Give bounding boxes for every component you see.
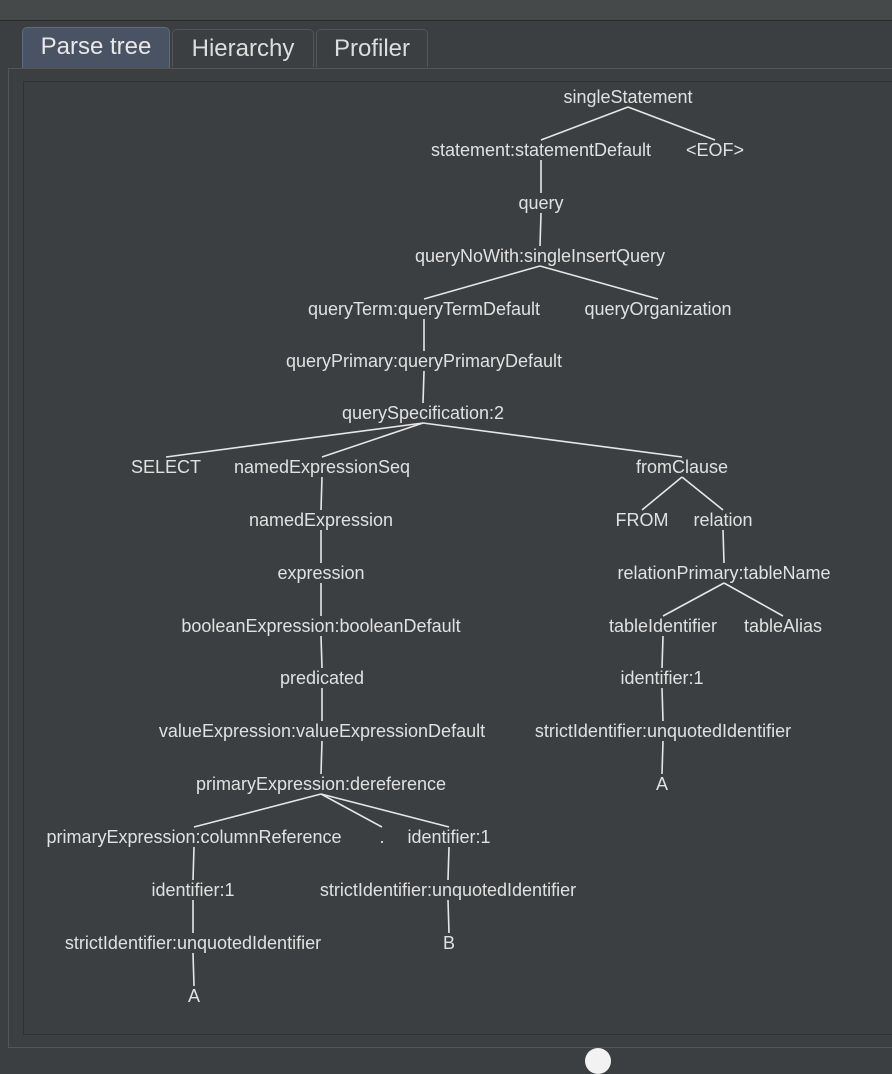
tree-edge-relationPrimary-tableIdentifier <box>662 582 725 617</box>
tree-node-strictIdentifierR[interactable]: strictIdentifier:unquotedIdentifier <box>535 721 791 741</box>
tree-edge-strictIdentifierR-leafAR <box>661 740 664 775</box>
tree-edge-singleStatement-eof <box>627 106 716 141</box>
tree-node-tableIdentifier[interactable]: tableIdentifier <box>609 616 717 636</box>
tree-edge-singleStatement-statement <box>540 106 629 141</box>
tab-parse-tree[interactable]: Parse tree <box>22 27 170 69</box>
tree-node-querySpecification[interactable]: querySpecification:2 <box>342 403 504 423</box>
tree-node-predicated[interactable]: predicated <box>280 668 364 688</box>
tree-node-primaryExpressionDeref[interactable]: primaryExpression:dereference <box>196 774 446 794</box>
tree-node-query[interactable]: query <box>518 193 563 213</box>
tree-edge-tableIdentifier-identifierR <box>661 635 664 669</box>
tree-edge-queryNoWith-queryOrganization <box>539 265 659 300</box>
tree-edge-primaryExpressionDeref-identifierB <box>320 793 450 828</box>
tree-node-dot[interactable]: . <box>379 827 384 847</box>
tree-node-fromClause[interactable]: fromClause <box>636 457 728 477</box>
tree-node-relationPrimary[interactable]: relationPrimary:tableName <box>617 563 830 583</box>
tree-edge-namedExpressionSeq-namedExpression <box>320 476 323 511</box>
tree-node-identifierA[interactable]: identifier:1 <box>151 880 234 900</box>
tree-edge-identifierB-strictIdentifierB <box>447 846 450 881</box>
parse-tree-graph: singleStatement statement:statementDefaul… <box>46 87 830 1006</box>
tree-edge-primaryExpressionCol-identifierA <box>192 846 195 881</box>
tree-edge-relation-relationPrimary <box>722 529 725 564</box>
tree-node-queryNoWith[interactable]: queryNoWith:singleInsertQuery <box>415 246 665 266</box>
tree-node-eof[interactable]: <EOF> <box>686 140 744 160</box>
tree-edge-query-queryNoWith <box>539 212 542 247</box>
tree-edge-strictIdentifierB-leafB <box>447 899 450 934</box>
tree-node-strictIdentifierA[interactable]: strictIdentifier:unquotedIdentifier <box>65 933 321 953</box>
tab-hierarchy[interactable]: Hierarchy <box>172 29 314 67</box>
tree-node-namedExpressionSeq[interactable]: namedExpressionSeq <box>234 457 410 477</box>
tree-node-leafA[interactable]: A <box>188 986 200 1006</box>
tree-edge-strictIdentifierA-leafA <box>192 952 195 987</box>
tree-node-select[interactable]: SELECT <box>131 457 201 477</box>
tree-edge-primaryExpressionDeref-primaryExpressionCol <box>193 793 322 828</box>
tree-node-primaryExpressionCol[interactable]: primaryExpression:columnReference <box>46 827 341 847</box>
tree-node-leafAR[interactable]: A <box>656 774 668 794</box>
tree-node-tableAlias[interactable]: tableAlias <box>744 616 822 636</box>
tree-node-identifierB[interactable]: identifier:1 <box>407 827 490 847</box>
tree-edge-querySpecification-namedExpressionSeq <box>321 422 424 458</box>
tree-edge-valueExpression-primaryExpressionDeref <box>320 740 323 775</box>
tree-edge-fromClause-relation <box>681 476 724 511</box>
window-top-bar <box>0 0 892 21</box>
tree-edge-queryPrimary-querySpecification <box>422 370 425 404</box>
tree-edge-relationPrimary-tableAlias <box>723 582 784 617</box>
tree-edge-fromClause-from <box>641 476 683 511</box>
tree-edge-querySpecification-select <box>165 422 424 458</box>
tree-node-valueExpression[interactable]: valueExpression:valueExpressionDefault <box>159 721 485 741</box>
tree-node-strictIdentifierB[interactable]: strictIdentifier:unquotedIdentifier <box>320 880 576 900</box>
tree-edge-primaryExpressionDeref-dot <box>320 793 383 828</box>
tree-node-expression[interactable]: expression <box>277 563 364 583</box>
scroll-handle[interactable] <box>585 1048 611 1074</box>
tree-node-identifierR[interactable]: identifier:1 <box>620 668 703 688</box>
parse-tree-canvas: singleStatement statement:statementDefaul… <box>23 81 892 1035</box>
tree-node-relation[interactable]: relation <box>693 510 752 530</box>
tree-node-booleanExpression[interactable]: booleanExpression:booleanDefault <box>181 616 460 636</box>
tree-node-queryOrganization[interactable]: queryOrganization <box>584 299 731 319</box>
tree-node-namedExpression[interactable]: namedExpression <box>249 510 393 530</box>
tree-edge-identifierR-strictIdentifierR <box>661 687 664 722</box>
tree-node-leafB[interactable]: B <box>443 933 455 953</box>
tree-node-statement[interactable]: statement:statementDefault <box>431 140 651 160</box>
tree-node-queryTerm[interactable]: queryTerm:queryTermDefault <box>308 299 540 319</box>
tree-edge-booleanExpression-predicated <box>320 635 323 669</box>
tree-node-singleStatement[interactable]: singleStatement <box>563 87 692 107</box>
tree-edge-queryNoWith-queryTerm <box>423 265 541 300</box>
parse-tree-panel: singleStatement statement:statementDefaul… <box>8 68 892 1048</box>
tree-node-queryPrimary[interactable]: queryPrimary:queryPrimaryDefault <box>286 351 562 371</box>
tab-profiler[interactable]: Profiler <box>316 29 428 67</box>
tree-edge-querySpecification-fromClause <box>422 422 683 458</box>
tree-node-from[interactable]: FROM <box>616 510 669 530</box>
